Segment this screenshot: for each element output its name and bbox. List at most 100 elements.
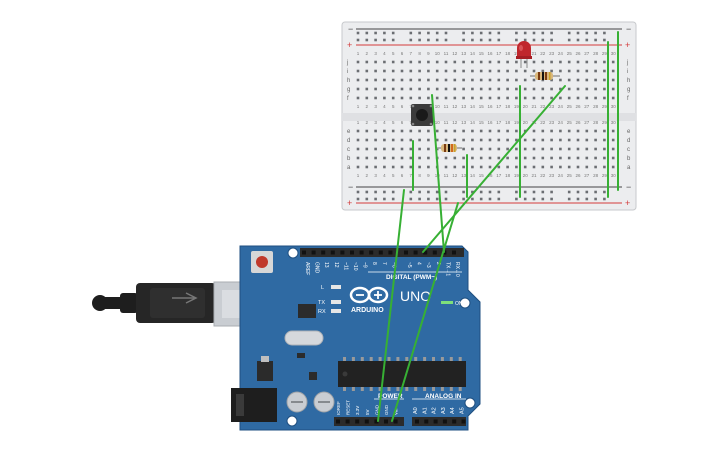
breadboard-hole[interactable]	[576, 147, 580, 151]
breadboard-hole[interactable]	[515, 156, 518, 160]
breadboard-hole[interactable]	[523, 147, 527, 151]
pushbutton[interactable]	[411, 104, 433, 126]
breadboard-hole[interactable]	[497, 69, 501, 73]
breadboard-hole[interactable]	[515, 87, 518, 91]
breadboard-hole[interactable]	[356, 87, 360, 91]
breadboard-hole[interactable]	[532, 60, 536, 64]
breadboard-hole[interactable]	[523, 69, 527, 73]
rail-hole[interactable]	[532, 197, 536, 201]
breadboard-holes[interactable]	[356, 31, 615, 201]
breadboard-hole[interactable]	[532, 165, 536, 169]
breadboard-hole[interactable]	[585, 147, 589, 151]
rail-hole[interactable]	[497, 31, 501, 35]
breadboard-hole[interactable]	[532, 129, 536, 133]
breadboard-hole[interactable]	[550, 138, 553, 142]
rail-hole[interactable]	[497, 190, 501, 194]
breadboard-hole[interactable]	[365, 78, 369, 82]
breadboard-hole[interactable]	[567, 69, 571, 73]
breadboard-hole[interactable]	[479, 69, 483, 73]
breadboard-hole[interactable]	[374, 147, 377, 151]
breadboard-hole[interactable]	[611, 69, 615, 73]
breadboard-hole[interactable]	[497, 78, 501, 82]
breadboard-hole[interactable]	[541, 87, 545, 91]
breadboard-hole[interactable]	[611, 60, 615, 64]
breadboard-hole[interactable]	[559, 129, 562, 133]
rail-hole[interactable]	[427, 31, 430, 35]
rail-hole[interactable]	[374, 190, 377, 194]
breadboard-hole[interactable]	[585, 165, 589, 169]
rail-hole[interactable]	[515, 190, 518, 194]
breadboard-hole[interactable]	[471, 96, 474, 100]
breadboard-hole[interactable]	[453, 69, 457, 73]
breadboard-hole[interactable]	[541, 147, 545, 151]
breadboard-hole[interactable]	[479, 60, 483, 64]
breadboard-hole[interactable]	[532, 156, 536, 160]
rail-hole[interactable]	[523, 38, 527, 42]
breadboard-hole[interactable]	[594, 138, 597, 142]
breadboard-hole[interactable]	[603, 138, 606, 142]
wire[interactable]	[391, 202, 459, 422]
rail-hole[interactable]	[541, 190, 545, 194]
breadboard-hole[interactable]	[365, 87, 369, 91]
rail-hole[interactable]	[532, 31, 536, 35]
breadboard-hole[interactable]	[427, 96, 430, 100]
breadboard-hole[interactable]	[435, 138, 439, 142]
wire[interactable]	[377, 189, 405, 422]
breadboard-hole[interactable]	[356, 129, 360, 133]
breadboard-hole[interactable]	[453, 96, 457, 100]
rail-hole[interactable]	[576, 38, 580, 42]
breadboard-hole[interactable]	[418, 165, 421, 169]
breadboard-hole[interactable]	[365, 129, 369, 133]
analog-header[interactable]	[412, 417, 466, 426]
breadboard-hole[interactable]	[435, 78, 439, 82]
breadboard-hole[interactable]	[409, 78, 413, 82]
breadboard-hole[interactable]	[374, 96, 377, 100]
breadboard-hole[interactable]	[418, 138, 421, 142]
breadboard-hole[interactable]	[418, 96, 421, 100]
breadboard-hole[interactable]	[365, 60, 369, 64]
breadboard-hole[interactable]	[418, 78, 421, 82]
breadboard-hole[interactable]	[391, 156, 395, 160]
breadboard-hole[interactable]	[488, 78, 492, 82]
breadboard-hole[interactable]	[444, 78, 448, 82]
breadboard-hole[interactable]	[567, 165, 571, 169]
breadboard-hole[interactable]	[374, 78, 377, 82]
breadboard-hole[interactable]	[603, 129, 606, 133]
breadboard-hole[interactable]	[576, 78, 580, 82]
breadboard-hole[interactable]	[523, 78, 527, 82]
rail-hole[interactable]	[391, 190, 395, 194]
usb-cable[interactable]	[92, 281, 279, 327]
breadboard-hole[interactable]	[374, 87, 377, 91]
breadboard-hole[interactable]	[576, 138, 580, 142]
breadboard-hole[interactable]	[515, 165, 518, 169]
breadboard-hole[interactable]	[488, 87, 492, 91]
breadboard-hole[interactable]	[550, 78, 553, 82]
breadboard-hole[interactable]	[515, 138, 518, 142]
digital-pin[interactable]	[369, 250, 374, 255]
breadboard-hole[interactable]	[611, 96, 615, 100]
breadboard-hole[interactable]	[471, 156, 474, 160]
breadboard-hole[interactable]	[506, 69, 509, 73]
rail-hole[interactable]	[567, 197, 571, 201]
breadboard-hole[interactable]	[532, 147, 536, 151]
breadboard-hole[interactable]	[453, 78, 457, 82]
breadboard-hole[interactable]	[506, 60, 509, 64]
breadboard-hole[interactable]	[462, 138, 465, 142]
breadboard-hole[interactable]	[444, 87, 448, 91]
breadboard-hole[interactable]	[453, 60, 457, 64]
power-pin[interactable]	[384, 419, 388, 424]
digital-pin[interactable]	[404, 250, 408, 255]
pushbutton-cap[interactable]	[416, 109, 428, 121]
rail-hole[interactable]	[391, 31, 395, 35]
breadboard-hole[interactable]	[523, 96, 527, 100]
breadboard-hole[interactable]	[532, 69, 536, 73]
breadboard-hole[interactable]	[567, 147, 571, 151]
breadboard-hole[interactable]	[532, 78, 536, 82]
breadboard-hole[interactable]	[400, 69, 404, 73]
breadboard-hole[interactable]	[427, 138, 430, 142]
breadboard-hole[interactable]	[453, 129, 457, 133]
breadboard-hole[interactable]	[585, 156, 589, 160]
rail-hole[interactable]	[444, 38, 448, 42]
breadboard-hole[interactable]	[479, 87, 483, 91]
digital-pin[interactable]	[330, 250, 335, 255]
